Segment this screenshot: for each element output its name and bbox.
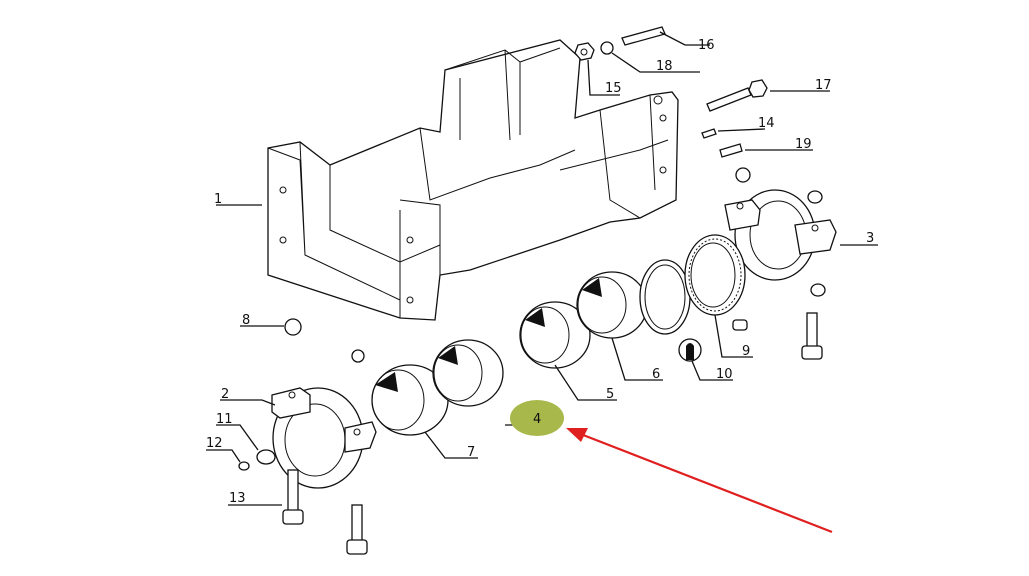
washer-part-18 [600,41,614,55]
callout-label-1: 1 [214,192,222,207]
pin-part-19 [719,143,743,158]
callout-label-9: 9 [742,344,750,359]
callout-label-5: 5 [606,387,614,402]
red-arrow [566,428,833,534]
seal-part-9 [684,234,746,316]
callout-label-2: 2 [221,387,229,402]
fitting-part-12 [238,461,250,471]
gasket-ring [639,259,691,335]
callout-label-14: 14 [758,116,775,131]
small-sleeve-right [735,167,751,183]
callout-label-12: 12 [206,436,223,451]
housing-part-1 [267,39,679,321]
nut-right [732,319,748,331]
bushing-part-6 [576,271,648,339]
clamp-part-3 [724,189,837,281]
pin-part-14 [701,128,717,139]
callout-label-10: 10 [716,367,733,382]
bushing-part-4 [432,339,504,407]
bushing-part-8 [284,318,302,336]
callout-label-16: 16 [698,38,715,53]
callout-label-13: 13 [229,491,246,506]
bolt-part-13 [282,469,304,525]
bolt-lower [346,504,368,555]
stud-part-16 [621,26,666,46]
nut-part-15 [574,42,595,61]
callout-label-8: 8 [242,313,250,328]
small-sleeve-right-2 [807,190,823,204]
callout-label-17: 17 [815,78,832,93]
callout-label-11: 11 [216,412,233,427]
callout-label-6: 6 [652,367,660,382]
pin-detail-part-10 [678,338,702,362]
grease-nipple-part-11 [256,449,276,465]
callout-label-15: 15 [605,81,622,96]
leader-lines [206,31,878,506]
nipple-right [810,283,826,297]
callout-label-4: 4 [533,412,541,427]
callout-label-3: 3 [866,231,874,246]
bushing-part-5 [519,301,591,369]
callout-label-19: 19 [795,137,812,152]
bushing-part-7 [371,364,449,436]
highlight-marker [510,400,564,436]
small-sleeve [351,349,365,363]
clamp-part-2 [271,387,377,489]
bolt-right [801,312,823,360]
bolt-part-17 [706,79,768,112]
callout-label-18: 18 [656,59,673,74]
callout-label-7: 7 [467,445,475,460]
